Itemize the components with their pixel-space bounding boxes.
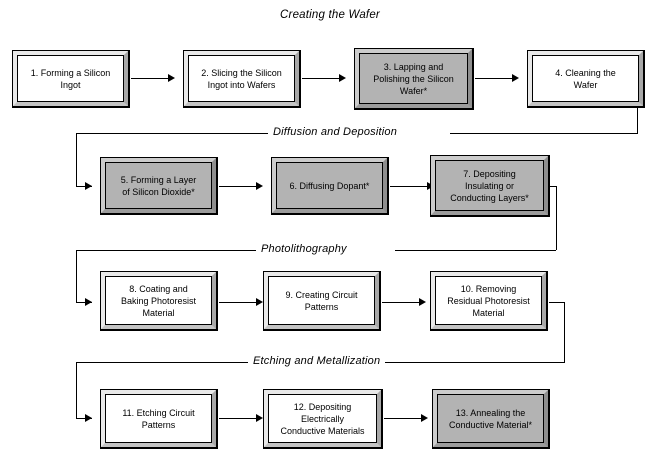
arrow-1-to-2: [168, 74, 175, 82]
connector-1-to-2: [131, 78, 169, 79]
connector-10-to-11-seg-left-b: [385, 362, 565, 363]
arrow-2-to-3: [339, 74, 346, 82]
step-label-5: 5. Forming a Layer of Silicon Dioxide*: [120, 174, 197, 197]
step-label-9: 9. Creating Circuit Patterns: [285, 289, 358, 312]
connector-7-to-8-seg-down2: [76, 250, 77, 302]
section-title-diffusion-and-deposition: Diffusion and Deposition: [268, 126, 403, 138]
connector-4-to-5-seg-down2: [76, 133, 77, 186]
step-label-11: 11. Etching Circuit Patterns: [122, 407, 195, 430]
step-box-12[interactable]: 12. Depositing Electrically Conductive M…: [263, 389, 383, 449]
connector-4-to-5-seg-left-b: [450, 133, 638, 134]
step-box-13[interactable]: 13. Annealing the Conductive Material*: [432, 389, 550, 449]
connector-9-to-10: [382, 302, 420, 303]
connector-7-to-8-seg-left-b: [395, 250, 556, 251]
arrow-10-to-11: [85, 414, 92, 422]
connector-8-to-9: [219, 302, 257, 303]
connector-4-to-5-seg-in: [76, 186, 92, 187]
connector-4-to-5-seg-left-a: [76, 133, 268, 134]
connector-7-to-8-seg-right: [550, 186, 556, 187]
section-title-etching-and-metallization: Etching and Metallization: [248, 355, 386, 367]
connector-7-to-8-seg-in: [76, 302, 92, 303]
step-label-2: 2. Slicing the Silicon Ingot into Wafers: [201, 67, 282, 90]
connector-7-to-8-seg-left-a: [76, 250, 256, 251]
arrow-12-to-13: [421, 414, 428, 422]
step-box-5[interactable]: 5. Forming a Layer of Silicon Dioxide*: [100, 157, 218, 215]
connector-2-to-3: [302, 78, 340, 79]
section-title-photolithography: Photolithography: [256, 243, 352, 255]
step-label-4: 4. Cleaning the Wafer: [555, 67, 616, 90]
connector-6-to-7: [390, 186, 428, 187]
diagram-title: Creating the Wafer: [0, 9, 650, 21]
step-box-3[interactable]: 3. Lapping and Polishing the Silicon Waf…: [354, 48, 474, 110]
step-box-6[interactable]: 6. Diffusing Dopant*: [271, 157, 389, 215]
step-label-12: 12. Depositing Electrically Conductive M…: [280, 401, 365, 436]
step-label-8: 8. Coating and Baking Photoresist Materi…: [120, 283, 197, 318]
step-box-11[interactable]: 11. Etching Circuit Patterns: [100, 389, 218, 449]
step-box-8[interactable]: 8. Coating and Baking Photoresist Materi…: [100, 271, 218, 331]
connector-10-to-11-seg-down2: [76, 362, 77, 418]
arrow-4-to-5: [85, 182, 92, 190]
connector-3-to-4: [475, 78, 513, 79]
step-label-10: 10. Removing Residual Photoresist Materi…: [447, 283, 530, 318]
step-label-7: 7. Depositing Insulating or Conducting L…: [450, 168, 529, 203]
step-box-4[interactable]: 4. Cleaning the Wafer: [527, 50, 645, 108]
step-box-1[interactable]: 1. Forming a Silicon Ingot: [12, 50, 130, 108]
connector-7-to-8-seg-down: [556, 186, 557, 250]
arrow-7-to-8: [85, 298, 92, 306]
step-box-7[interactable]: 7. Depositing Insulating or Conducting L…: [430, 155, 550, 217]
connector-5-to-6: [219, 186, 257, 187]
connector-10-to-11-seg-down: [564, 302, 565, 362]
connector-10-to-11-seg-right: [549, 302, 565, 303]
step-box-9[interactable]: 9. Creating Circuit Patterns: [263, 271, 381, 331]
arrow-8-to-9: [256, 298, 263, 306]
arrow-5-to-6: [256, 182, 263, 190]
step-label-1: 1. Forming a Silicon Ingot: [30, 67, 111, 90]
arrow-3-to-4: [512, 74, 519, 82]
connector-12-to-13: [384, 418, 422, 419]
step-label-13: 13. Annealing the Conductive Material*: [448, 407, 533, 430]
arrow-11-to-12: [256, 414, 263, 422]
connector-10-to-11-seg-left-a: [76, 362, 251, 363]
connector-11-to-12: [219, 418, 257, 419]
arrow-9-to-10: [419, 298, 426, 306]
step-label-3: 3. Lapping and Polishing the Silicon Waf…: [373, 61, 454, 96]
connector-10-to-11-seg-in: [76, 418, 92, 419]
step-box-10[interactable]: 10. Removing Residual Photoresist Materi…: [430, 271, 548, 331]
step-label-6: 6. Diffusing Dopant*: [289, 180, 370, 191]
step-box-2[interactable]: 2. Slicing the Silicon Ingot into Wafers: [183, 50, 301, 108]
